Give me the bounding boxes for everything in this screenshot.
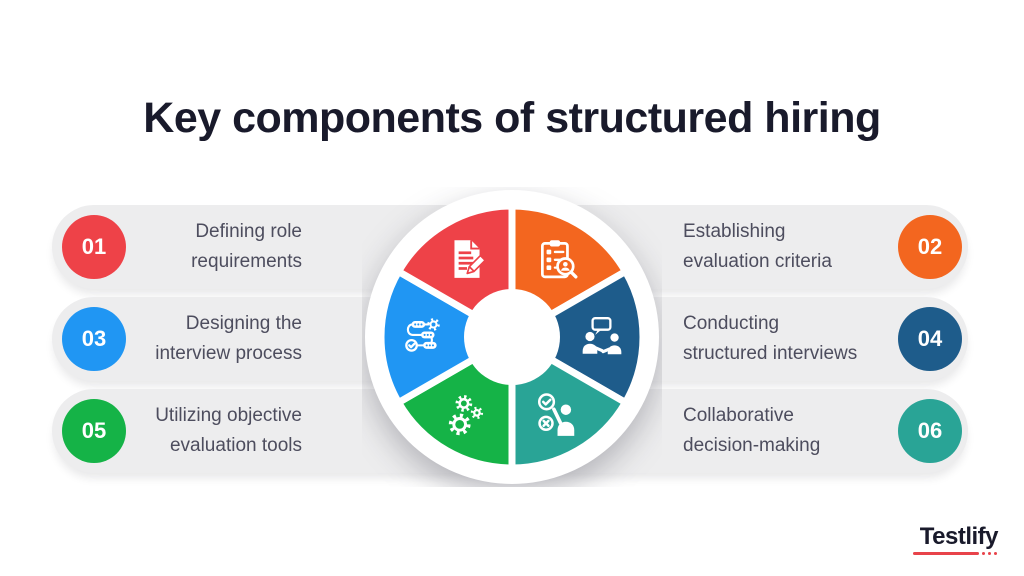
label-line: evaluation criteria — [683, 251, 832, 272]
donut-chart — [365, 190, 659, 484]
label-line: Establishing — [683, 221, 786, 242]
component-label-04: Conducting structured interviews — [683, 309, 933, 369]
donut-segment — [504, 266, 647, 408]
logo-underline — [912, 552, 998, 555]
number-badge-06: 06 — [898, 399, 962, 463]
component-label-06: Collaborative decision-making — [683, 401, 933, 461]
logo-dot — [982, 552, 985, 555]
page-title: Key components of structured hiring — [143, 94, 881, 142]
testlify-logo: Testlify — [912, 523, 999, 555]
logo-dot — [994, 552, 997, 555]
label-line: decision-making — [683, 435, 821, 456]
donut-center-hole — [464, 289, 560, 385]
logo-dot — [988, 552, 991, 555]
label-line: Defining role — [195, 221, 302, 242]
component-label-03: Designing the interview process — [87, 309, 302, 369]
number-badge-02: 02 — [898, 215, 962, 279]
label-line: structured interviews — [683, 343, 858, 364]
logo-wordmark: Testlify — [919, 523, 999, 550]
logo-underline-bar — [913, 552, 979, 555]
label-line: Conducting — [683, 313, 780, 334]
label-line: Collaborative — [683, 405, 794, 426]
number-badge-01: 01 — [62, 215, 126, 279]
label-line: evaluation tools — [169, 435, 302, 456]
component-label-02: Establishing evaluation criteria — [683, 217, 933, 277]
component-label-01: Defining role requirements — [87, 217, 302, 277]
component-label-05: Utilizing objective evaluation tools — [87, 401, 302, 461]
label-line: interview process — [155, 343, 302, 364]
number-badge-03: 03 — [62, 307, 126, 371]
label-line: Utilizing objective — [155, 405, 302, 426]
label-line: Designing the — [185, 313, 302, 334]
number-badge-04: 04 — [898, 307, 962, 371]
donut-segment — [377, 266, 520, 408]
label-line: requirements — [191, 251, 302, 272]
number-badge-05: 05 — [62, 399, 126, 463]
